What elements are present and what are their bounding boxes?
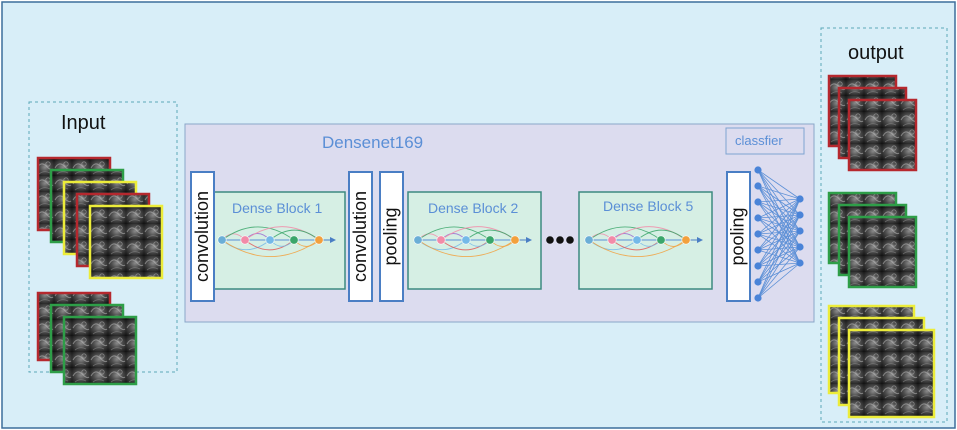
dense-connection-arc (440, 239, 491, 251)
dense-node (510, 235, 520, 245)
classifier-input-node (754, 246, 762, 254)
dense-connection-arc (417, 226, 491, 241)
convolution-layer-1: convolution (190, 171, 215, 302)
classifier-output-node (796, 195, 804, 203)
classifier-connection (757, 198, 801, 299)
classifier-input-node (754, 182, 762, 190)
classifier-connection (757, 214, 801, 299)
classifier-output-node (796, 211, 804, 219)
dense-node (632, 235, 642, 245)
dense-node (436, 235, 446, 245)
dense-node (584, 235, 594, 245)
output-image-stack-yellow (827, 304, 936, 419)
classifier-input-node (754, 294, 762, 302)
classifier-connection (757, 198, 801, 283)
dense-connection-arc (465, 229, 516, 241)
classifier-input-node (754, 230, 762, 238)
dense-node (681, 235, 691, 245)
pooling-layer-1: pooling (379, 171, 404, 302)
classifier-connection (757, 262, 801, 299)
classifier-connection (757, 198, 801, 235)
classifier-connection (757, 185, 801, 200)
dense-connection-arc (269, 229, 320, 241)
classifier-input-node (754, 262, 762, 270)
convolution-layer-2: convolution (348, 171, 373, 302)
dense-connection-arc (244, 239, 295, 251)
classifier-input-node (754, 166, 762, 174)
dense-block-1-graph (217, 226, 336, 257)
classifier-connection (757, 198, 801, 251)
output-group-frame (820, 27, 948, 423)
input-label: Input (61, 112, 106, 134)
dense-node (314, 235, 324, 245)
output-image-stack-green (827, 191, 918, 289)
dense-block-5-graph (584, 226, 703, 257)
classifier-connection (757, 246, 801, 299)
input-stack-2-image-3 (62, 315, 138, 386)
dense-block-2-label: Dense Block 2 (428, 200, 519, 216)
pooling-layer-2: pooling (726, 171, 751, 302)
dense-node (656, 235, 666, 245)
dense-block-2-graph (413, 226, 532, 257)
classifier-output-node (796, 227, 804, 235)
output-red-image-3 (847, 98, 918, 172)
classifier-connection (757, 169, 801, 200)
dense-connection-arc (221, 226, 295, 241)
classifier-connection (757, 230, 801, 299)
classifier-input-node (754, 278, 762, 286)
convolution-layer-1-label: convolution (192, 190, 213, 283)
dense-node (607, 235, 617, 245)
dense-node (240, 235, 250, 245)
output-green-image-3 (847, 215, 918, 289)
classifier-input-node (754, 198, 762, 206)
output-label: output (848, 42, 904, 64)
ellipsis-dots (546, 236, 574, 244)
ellipsis-dot (556, 236, 564, 244)
classifier-connection (757, 198, 801, 267)
dense-node (265, 235, 275, 245)
network-title: Densenet169 (322, 133, 424, 152)
dense-node (289, 235, 299, 245)
classifier-label: classfier (735, 133, 783, 148)
output-yellow-image-3 (847, 328, 936, 419)
classifier-network (754, 166, 804, 302)
classifier-connection (757, 198, 801, 219)
dense-connection-arc (636, 229, 687, 241)
classifier-input-node (754, 214, 762, 222)
dense-connection-arc (588, 226, 662, 241)
classifier-output-node (796, 259, 804, 267)
dense-block-1-label: Dense Block 1 (232, 200, 323, 216)
ellipsis-dot (546, 236, 554, 244)
dense-node (413, 235, 423, 245)
pooling-layer-1-label: pooling (381, 207, 401, 266)
classifier-label-box (725, 127, 805, 155)
input-image-stack-2 (36, 291, 138, 386)
classifier-output-node (796, 243, 804, 251)
dense-node (461, 235, 471, 245)
classifier-connection (757, 198, 801, 203)
input-stack-1-image-5 (88, 204, 164, 280)
dense-block-5-label: Dense Block 5 (603, 198, 694, 214)
ellipsis-dot (566, 236, 574, 244)
dense-node (485, 235, 495, 245)
dense-connection-arc (611, 239, 662, 251)
pooling-layer-2-label: pooling (728, 207, 748, 266)
input-image-stack-1 (36, 156, 164, 280)
dense-node (217, 235, 227, 245)
convolution-layer-2-label: convolution (350, 190, 371, 283)
output-image-stack-red (827, 74, 918, 172)
